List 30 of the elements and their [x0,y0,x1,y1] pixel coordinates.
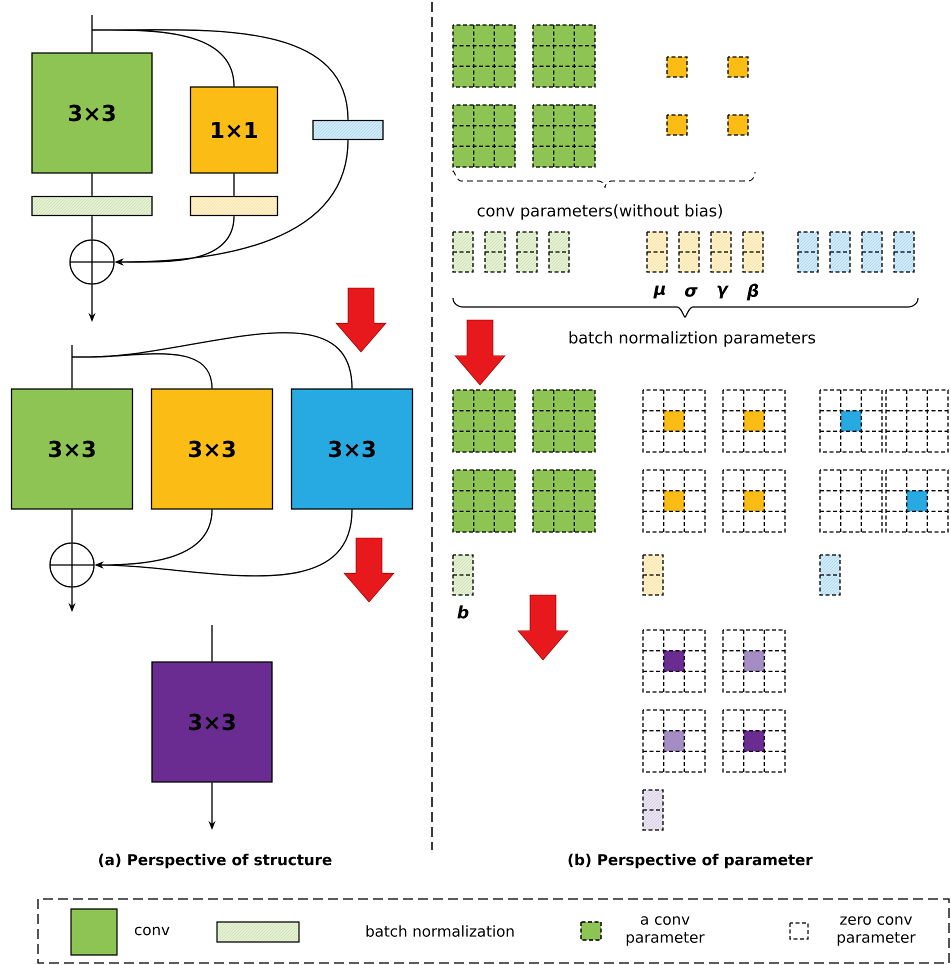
symbol-label: σ [685,287,698,297]
conv-box: 3×3 [10,388,134,510]
connector [233,174,235,196]
legend-label: zero conv parameter [838,916,916,946]
connector [71,345,73,388]
legend-label: a conv parameter [626,916,705,946]
symbol-label: β [746,284,758,300]
connector [92,29,349,120]
sum-circle [49,542,95,588]
connector [91,216,93,240]
conv-box: 3×3 [150,388,274,510]
caption: (a) Perspective of structure [99,854,332,868]
conv-box: 3×3 [290,388,414,510]
conv-box: 3×3 [31,52,153,174]
connector [91,15,93,52]
legend-label: conv [134,926,170,936]
connector [91,174,93,196]
annotation-text: batch normaliztion parameters [570,331,816,347]
conv-box: 3×3 [151,661,273,783]
symbol-label: γ [717,286,729,298]
annotation-text: conv parameters(without bias) [478,204,722,220]
caption: (b) Perspective of parameter [568,854,813,868]
connector [71,510,73,542]
symbol-label: b [457,605,468,619]
symbol-label: μ [653,286,666,298]
legend-label: batch normalization [366,925,514,937]
connector [211,625,213,662]
sum-circle [69,239,115,285]
conv-box: 1×1 [190,86,278,174]
connector [72,332,353,388]
